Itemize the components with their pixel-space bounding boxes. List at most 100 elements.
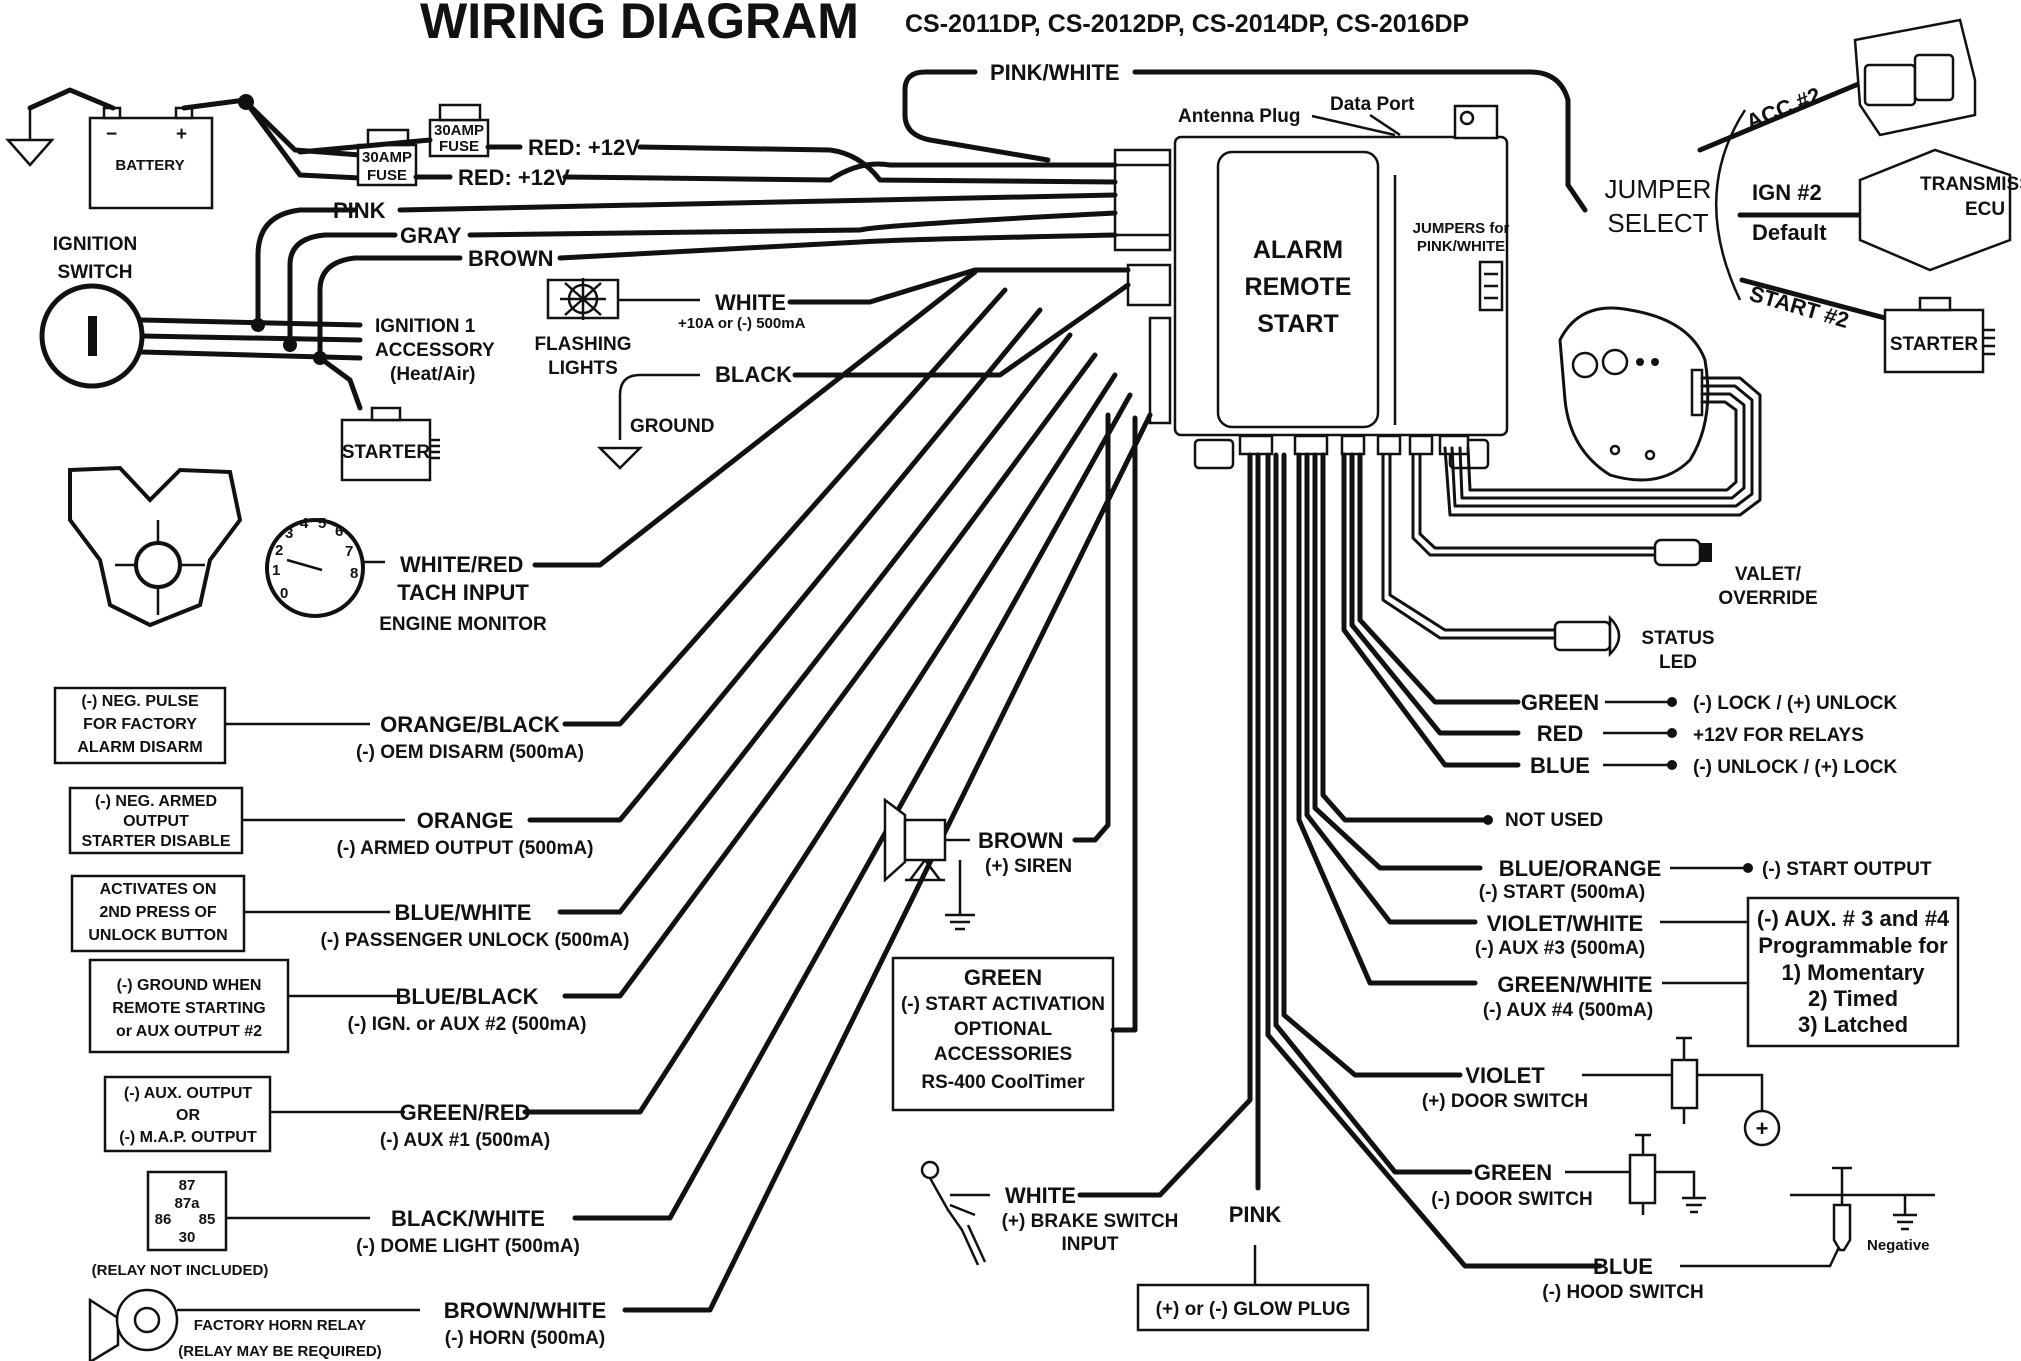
siren-wire-label: BROWN <box>978 828 1064 853</box>
negative-label: Negative <box>1867 1237 1930 1254</box>
blue-hood-desc: (-) HOOD SWITCH <box>1542 1282 1703 1303</box>
relay-pin-87a: 87a <box>174 1195 200 1212</box>
pink-glow-section: PINK (+) or (-) GLOW PLUG <box>1136 452 1370 1332</box>
blue-white-desc: (-) PASSENGER UNLOCK (500mA) <box>321 930 630 951</box>
brown-wire-label: BROWN <box>468 246 554 271</box>
default-label: Default <box>1752 220 1827 245</box>
tach-dial-8: 8 <box>350 565 358 582</box>
status-led-label: STATUS <box>1641 628 1714 649</box>
status-led-label-2: LED <box>1659 652 1697 673</box>
green-lock-wire-label: GREEN <box>1521 690 1599 715</box>
green-box-line3: OPTIONAL <box>954 1019 1053 1040</box>
battery-minus-icon: − <box>106 124 117 145</box>
relay-pin-85: 85 <box>199 1211 216 1228</box>
brown-white-wire-label: BROWN/WHITE <box>444 1298 607 1323</box>
green-door-switch-icon <box>1628 1153 1657 1205</box>
door-switches: VIOLET (+) DOOR SWITCH + GREEN (-) DOOR … <box>1265 452 1935 1303</box>
right-outputs: GREEN (-) LOCK / (+) UNLOCK RED +12V FOR… <box>1296 452 1960 1048</box>
tach-dial-3: 3 <box>285 525 293 542</box>
valet-label-2: OVERRIDE <box>1718 588 1817 609</box>
ign2-label: IGN #2 <box>1752 180 1822 205</box>
transmission-label-2: ECU <box>1965 199 2005 220</box>
blue-orange-sub: (-) START (500mA) <box>1479 882 1645 903</box>
power-section: − + BATTERY 30AMP FUSE 30AMP FUSE RED: +… <box>5 87 1118 210</box>
aux-box-line4: 2) Timed <box>1808 986 1898 1011</box>
engine-section: 0 1 2 3 4 5 6 7 8 WHITE/RED TACH INPUT E… <box>68 269 978 635</box>
blue-black-wire-label: BLUE/BLACK <box>396 984 539 1009</box>
ignition-switch-label-2: SWITCH <box>58 262 133 283</box>
blue-black-box-line2: REMOTE STARTING <box>112 1000 265 1017</box>
siren-section: BROWN (+) SIREN <box>883 412 1111 931</box>
green-box-line2: (-) START ACTIVATION <box>901 994 1105 1015</box>
start2-label: START #2 <box>1747 281 1852 333</box>
fuse-bottom <box>356 143 418 187</box>
acc2-label: ACC #2 <box>1743 82 1825 134</box>
green-lock-desc: (-) LOCK / (+) UNLOCK <box>1693 693 1898 714</box>
violet-door-desc: (+) DOOR SWITCH <box>1422 1091 1588 1112</box>
orange-black-box-line3: ALARM DISARM <box>77 739 202 756</box>
tach-wire-label: WHITE/RED <box>400 552 523 577</box>
status-led-icon <box>1553 620 1612 652</box>
blue-white-box-line2: 2ND PRESS OF <box>99 904 217 921</box>
fuse-bottom-label: 30AMP <box>362 149 412 166</box>
starter-left-label: STARTER <box>342 442 431 463</box>
green-white-wire-label: GREEN/WHITE <box>1497 972 1652 997</box>
jumpers-label: JUMPERS for <box>1413 220 1510 237</box>
violet-white-sub: (-) AUX #3 (500mA) <box>1475 938 1645 959</box>
violet-white-wire-label: VIOLET/WHITE <box>1487 911 1643 936</box>
orange-wire-label: ORANGE <box>417 808 514 833</box>
tach-dial-4: 4 <box>300 515 309 532</box>
fuse-top-label-2: FUSE <box>439 138 479 155</box>
antenna-plug-label: Antenna Plug <box>1178 106 1300 127</box>
relay-pin-87: 87 <box>179 1177 196 1194</box>
violet-door-switch-icon <box>1670 1058 1699 1110</box>
battery <box>88 116 214 210</box>
orange-box-line1: (-) NEG. ARMED <box>95 793 217 810</box>
module-label-alarm: ALARM <box>1253 236 1343 264</box>
ignition-switch-label: IGNITION <box>53 234 137 255</box>
start-output-desc: (-) START OUTPUT <box>1762 859 1932 880</box>
relay-pin-86: 86 <box>155 1211 172 1228</box>
green-red-box-line1: (-) AUX. OUTPUT <box>124 1085 253 1102</box>
blue-white-box-line1: ACTIVATES ON <box>100 881 217 898</box>
violet-door-wire-label: VIOLET <box>1465 1063 1545 1088</box>
heat-air-label: (Heat/Air) <box>390 364 476 385</box>
green-door-desc: (-) DOOR SWITCH <box>1431 1189 1592 1210</box>
green-box-line4: ACCESSORIES <box>934 1044 1072 1065</box>
brake-wire-label: WHITE <box>1005 1183 1076 1208</box>
green-red-desc: (-) AUX #1 (500mA) <box>380 1130 550 1151</box>
blue-hood-wire-label: BLUE <box>1593 1254 1653 1279</box>
fuse-bottom-label-2: FUSE <box>367 167 407 184</box>
aux-box-line5: 3) Latched <box>1798 1012 1908 1037</box>
pink-white-wire-label: PINK/WHITE <box>990 60 1120 85</box>
aux-box-line2: Programmable for <box>1758 933 1948 958</box>
starter-right-label: STARTER <box>1890 334 1979 355</box>
valet-status-section: VALET/ OVERRIDE STATUS LED <box>1381 453 1818 673</box>
not-used-label: NOT USED <box>1505 810 1603 831</box>
battery-plus-icon: + <box>176 124 187 145</box>
siren-icon <box>883 797 907 883</box>
red-relays-desc: +12V FOR RELAYS <box>1693 725 1864 746</box>
fuse-top-label: 30AMP <box>434 122 484 139</box>
green-red-box-line3: (-) M.A.P. OUTPUT <box>119 1129 257 1146</box>
battery-label: BATTERY <box>115 157 184 174</box>
orange-black-wire-label: ORANGE/BLACK <box>380 712 560 737</box>
brake-desc-2: INPUT <box>1062 1234 1119 1255</box>
horn-icon <box>88 1297 120 1361</box>
red-12v-wire-1: RED: +12V <box>528 135 640 160</box>
control-module: ALARM REMOTE START JUMPERS for PINK/WHIT… <box>1113 94 1510 470</box>
orange-box-line3: STARTER DISABLE <box>81 833 230 850</box>
orange-desc: (-) ARMED OUTPUT (500mA) <box>337 838 594 859</box>
green-box-line5: RS-400 CoolTimer <box>921 1072 1085 1093</box>
brake-pedal-icon <box>928 1177 987 1266</box>
ignition-1-label: IGNITION 1 <box>375 316 476 337</box>
jumpers-label-2: PINK/WHITE <box>1417 238 1505 255</box>
green-red-box-line2: OR <box>176 1107 200 1124</box>
white-flash-wire-label: WHITE <box>715 290 786 315</box>
tach-dial-1: 1 <box>272 562 280 579</box>
glow-plug-label: (+) or (-) GLOW PLUG <box>1156 1299 1351 1320</box>
horn-relay-label-2: (RELAY MAY BE REQUIRED) <box>178 1343 381 1360</box>
blue-white-box-line3: UNLOCK BUTTON <box>88 927 227 944</box>
black-white-wire-label: BLACK/WHITE <box>391 1206 545 1231</box>
